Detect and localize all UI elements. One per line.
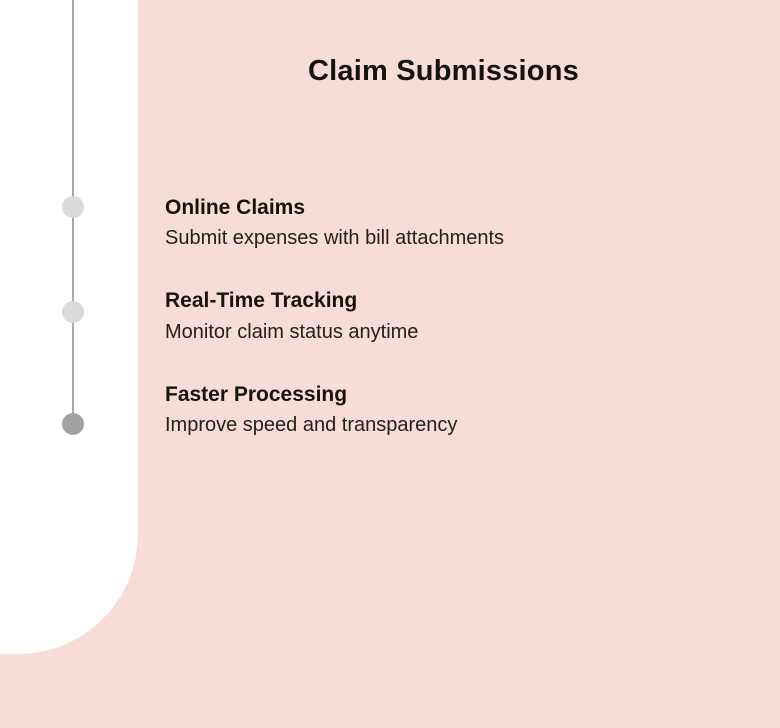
feature-heading: Faster Processing	[165, 382, 348, 406]
list-item: Online Claims Submit expenses with bill …	[165, 194, 725, 252]
list-item: Real-Time Tracking Monitor claim status …	[165, 287, 725, 345]
feature-heading: Online Claims	[165, 196, 306, 219]
feature-list: Online Claims Submit expenses with bill …	[165, 194, 725, 439]
timeline-dot-1[interactable]	[62, 196, 84, 218]
timeline-rail	[0, 0, 138, 654]
list-item: Faster Processing Improve speed and tran…	[165, 381, 725, 439]
timeline-dot-3[interactable]	[62, 413, 84, 435]
timeline-dot-2[interactable]	[62, 301, 84, 323]
page-title: Claim Submissions	[308, 55, 579, 87]
feature-description: Improve speed and transparency	[165, 414, 458, 437]
feature-description: Monitor claim status anytime	[165, 320, 419, 343]
white-rounded-block	[0, 0, 138, 654]
feature-description: Submit expenses with bill attachments	[165, 227, 505, 250]
feature-heading: Real-Time Tracking	[165, 289, 358, 313]
